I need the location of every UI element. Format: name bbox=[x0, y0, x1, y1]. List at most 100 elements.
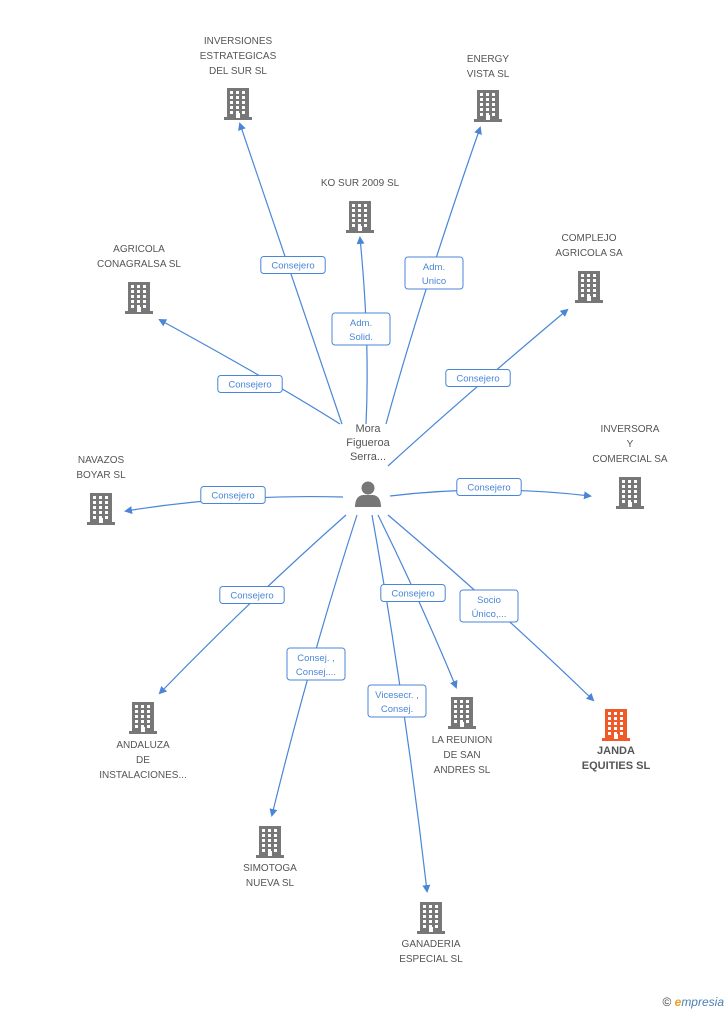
brand-footer[interactable]: © empresia bbox=[662, 995, 724, 1009]
building-window bbox=[141, 725, 144, 728]
building-window bbox=[143, 285, 146, 288]
building-window bbox=[608, 712, 611, 715]
building-window bbox=[364, 214, 367, 217]
building-window bbox=[492, 93, 495, 96]
building-door bbox=[614, 734, 618, 739]
building-window bbox=[236, 101, 239, 104]
building-icon[interactable] bbox=[346, 201, 374, 233]
building-window bbox=[230, 96, 233, 99]
building-icon[interactable] bbox=[448, 697, 476, 729]
building-icon[interactable] bbox=[224, 88, 252, 120]
building-window bbox=[358, 204, 361, 207]
building-window bbox=[608, 732, 611, 735]
relation-box bbox=[331, 312, 391, 346]
relation-label-kosur[interactable]: Adm.Solid. bbox=[331, 312, 391, 346]
company-node-kosur[interactable]: KO SUR 2009 SL bbox=[321, 178, 400, 233]
building-window bbox=[137, 290, 140, 293]
building-door bbox=[99, 518, 103, 523]
building-base bbox=[346, 230, 374, 233]
building-icon[interactable] bbox=[616, 477, 644, 509]
relation-label-navazos[interactable]: Consejero bbox=[200, 486, 266, 504]
relation-label-inversora[interactable]: Consejero bbox=[456, 478, 522, 496]
building-window bbox=[486, 113, 489, 116]
relation-box bbox=[260, 256, 326, 274]
building-window bbox=[587, 289, 590, 292]
building-base bbox=[224, 117, 252, 120]
relation-label-lareunion[interactable]: Consejero bbox=[380, 584, 446, 602]
relation-label-ganaderia[interactable]: Vicesecr. ,Consej. bbox=[367, 684, 427, 718]
person-icon bbox=[355, 481, 381, 507]
building-window bbox=[236, 111, 239, 114]
relation-label-energy[interactable]: Adm.Unico bbox=[404, 256, 464, 290]
building-window bbox=[268, 849, 271, 852]
building-door bbox=[137, 307, 141, 312]
building-window bbox=[358, 214, 361, 217]
building-icon[interactable] bbox=[256, 826, 284, 858]
building-window bbox=[147, 705, 150, 708]
building-window bbox=[620, 722, 623, 725]
building-window bbox=[423, 925, 426, 928]
building-window bbox=[230, 101, 233, 104]
relation-box bbox=[286, 647, 346, 681]
building-icon[interactable] bbox=[474, 90, 502, 122]
relation-box bbox=[456, 478, 522, 496]
building-window bbox=[429, 905, 432, 908]
building-window bbox=[105, 496, 108, 499]
building-window bbox=[628, 495, 631, 498]
building-window bbox=[608, 722, 611, 725]
building-window bbox=[358, 209, 361, 212]
building-window bbox=[137, 295, 140, 298]
building-window bbox=[147, 715, 150, 718]
relation-box bbox=[445, 369, 511, 387]
building-window bbox=[634, 495, 637, 498]
building-base bbox=[474, 119, 502, 122]
relation-label-agricola[interactable]: Consejero bbox=[217, 375, 283, 393]
building-window bbox=[614, 732, 617, 735]
building-window bbox=[486, 98, 489, 101]
building-icon[interactable] bbox=[129, 702, 157, 734]
building-door bbox=[358, 226, 362, 231]
building-icon[interactable] bbox=[575, 271, 603, 303]
building-window bbox=[492, 108, 495, 111]
relation-text: Consejero bbox=[391, 589, 434, 600]
building-window bbox=[614, 727, 617, 730]
building-window bbox=[93, 506, 96, 509]
edge-to-agricola bbox=[158, 319, 341, 425]
edge-to-inversiones bbox=[238, 122, 343, 425]
building-icon[interactable] bbox=[602, 709, 630, 741]
building-window bbox=[274, 849, 277, 852]
relation-label-simotoga[interactable]: Consej. ,Consej.... bbox=[286, 647, 346, 681]
building-window bbox=[593, 274, 596, 277]
building-icon[interactable] bbox=[87, 493, 115, 525]
building-window bbox=[99, 496, 102, 499]
building-window bbox=[99, 511, 102, 514]
building-window bbox=[466, 720, 469, 723]
building-icon[interactable] bbox=[417, 902, 445, 934]
relation-label-complejo[interactable]: Consejero bbox=[445, 369, 511, 387]
building-window bbox=[236, 106, 239, 109]
building-window bbox=[236, 91, 239, 94]
relation-label-andaluza[interactable]: Consejero bbox=[219, 586, 285, 604]
building-icon[interactable] bbox=[125, 282, 153, 314]
building-window bbox=[99, 506, 102, 509]
building-window bbox=[581, 284, 584, 287]
relation-label-inversiones[interactable]: Consejero bbox=[260, 256, 326, 274]
relation-box bbox=[217, 375, 283, 393]
